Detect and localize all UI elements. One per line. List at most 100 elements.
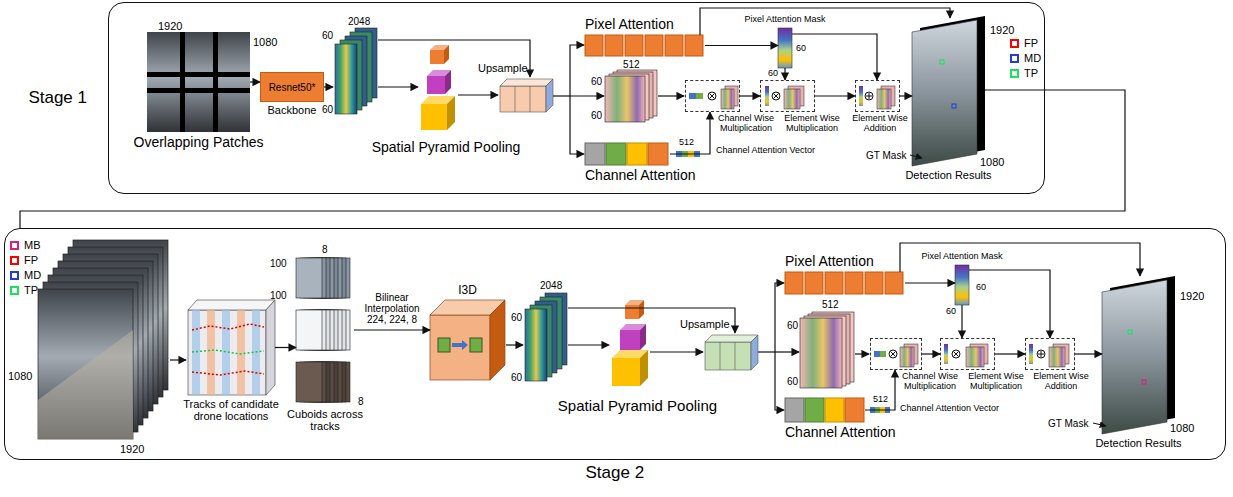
pool-cube — [640, 324, 646, 350]
attention-block — [805, 398, 824, 422]
dimension-label: 60 — [787, 320, 798, 331]
node-label: Spatial Pyramid Pooling — [558, 398, 717, 415]
attention-block — [627, 143, 647, 165]
track-line — [192, 324, 264, 330]
node-label: Pixel Attention — [585, 17, 674, 32]
node-label: Resnet50* — [261, 82, 323, 93]
node-label: Overlapping Patches — [134, 135, 264, 150]
pool-cube — [612, 358, 640, 386]
multiply-symbol — [710, 94, 715, 99]
connector — [995, 353, 1025, 354]
node-label: Channel Attention — [785, 425, 896, 440]
add-symbol — [865, 92, 873, 100]
track-line — [192, 371, 264, 375]
upsample-block — [720, 342, 735, 370]
channel-attention-bar: Channel Attention — [785, 398, 865, 422]
pool-cube — [447, 96, 455, 130]
upsample-block — [751, 335, 758, 370]
dimension-label: 1080 — [1170, 422, 1194, 434]
dimension-label: 60 — [322, 30, 333, 41]
flow-arrow — [775, 283, 784, 352]
dimension-label: 60 — [322, 104, 333, 115]
detection-picture — [912, 20, 977, 166]
legend-swatch — [1010, 39, 1019, 48]
connector — [740, 95, 760, 96]
feature-cube — [966, 347, 984, 367]
dimension-label: 60 — [796, 44, 806, 54]
dimension-label: 60 — [591, 76, 602, 87]
attention-block — [825, 272, 843, 294]
backbone-box: Resnet50*Backbone — [260, 72, 324, 102]
stage-panel: Stage 1Overlapping PatchesResnet50*Backb… — [108, 2, 1045, 194]
dimension-label: 60 — [511, 372, 522, 383]
connector — [815, 95, 855, 96]
node-label: Pixel Attention Mask — [744, 15, 825, 25]
legend-swatch — [1010, 54, 1019, 63]
legend-swatch — [10, 241, 19, 250]
node-label: Pixel Attention — [785, 254, 874, 269]
track-volume: Tracks of candidate drone locations — [188, 300, 275, 395]
connector — [865, 370, 895, 410]
upsample-block — [515, 86, 530, 112]
connector — [961, 305, 962, 338]
attention-block — [648, 143, 668, 165]
track-slice — [237, 310, 245, 395]
legend-swatch — [10, 256, 19, 265]
legend-label: FP — [24, 254, 38, 266]
attention-block — [645, 35, 663, 56]
feature-map — [335, 44, 357, 114]
leader-line — [910, 155, 922, 158]
attention-block — [665, 35, 683, 56]
flow-arrow — [570, 95, 604, 96]
patch-grid — [147, 72, 250, 77]
pool-cube — [430, 50, 444, 64]
feature-map — [525, 309, 547, 381]
i3d-picture — [438, 338, 450, 352]
dimension-label: 60 — [511, 312, 522, 323]
connector — [922, 353, 940, 354]
multiply-symbol — [889, 350, 897, 358]
track-box — [188, 300, 275, 310]
attention-block — [625, 35, 643, 56]
operation-box: Element Wise Multiplication — [760, 80, 815, 112]
attention-block — [805, 272, 823, 294]
node-label: Detection Results — [905, 169, 991, 181]
detection-mark — [1128, 330, 1132, 334]
flow-arrow — [775, 351, 799, 352]
node-sublabel: Backbone — [268, 104, 317, 116]
skip-arrow — [568, 308, 735, 333]
dimension-label: 60 — [946, 307, 956, 317]
legend-label: TP — [1024, 67, 1038, 79]
connector — [900, 95, 912, 96]
upsample-block — [705, 335, 758, 342]
cuboid-stack: Cuboids across tracks — [296, 255, 354, 405]
leader-line — [1093, 423, 1106, 426]
dimension-label: 512 — [623, 59, 640, 70]
vector-cell — [874, 351, 880, 357]
flow-arrow — [570, 96, 584, 154]
mask-icon — [1029, 344, 1033, 364]
track-line — [192, 350, 264, 354]
flow-arrow — [378, 86, 418, 87]
attention-bar: Pixel Attention — [785, 272, 905, 294]
multiply-symbol — [952, 350, 960, 358]
operation-box: Element Wise Addition — [855, 80, 900, 112]
dimension-label: 1080 — [8, 370, 32, 382]
dimension-label: 512 — [679, 138, 694, 148]
flow-arrow — [506, 344, 523, 345]
connector — [900, 243, 1140, 276]
flow-arrow — [458, 94, 498, 95]
attention-mask: Pixel Attention Mask — [955, 265, 969, 305]
operation-label: Upsample — [478, 62, 528, 74]
node-label: Stage 1 — [28, 89, 87, 108]
cuboid-slice — [296, 258, 322, 298]
feature-cube — [605, 76, 645, 122]
pool-cube — [421, 104, 447, 130]
dimension-label: 512 — [873, 395, 888, 405]
track-box — [266, 300, 275, 395]
vector-label: Channel Attention Vector — [900, 404, 999, 414]
attention-block — [845, 272, 863, 294]
legend-swatch — [1010, 69, 1019, 78]
attention-block — [785, 272, 803, 294]
cuboid-slice — [296, 362, 322, 402]
